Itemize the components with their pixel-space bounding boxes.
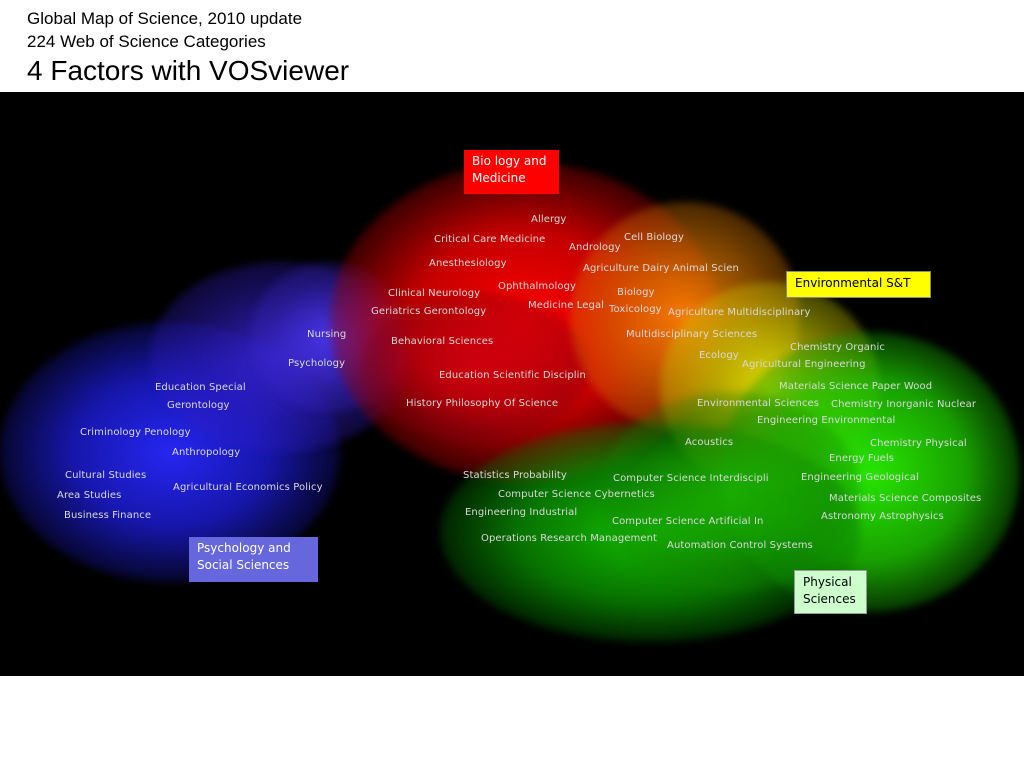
term-medicine-legal: Medicine Legal	[528, 300, 605, 311]
term-history-philosophy: History Philosophy Of Science	[406, 398, 559, 409]
term-clinical-neurology: Clinical Neurology	[388, 288, 481, 299]
factor-label-environmental: Environmental S&T	[786, 271, 931, 298]
term-behavioral-sciences: Behavioral Sciences	[391, 336, 494, 347]
term-agricultural-engineering: Agricultural Engineering	[742, 359, 866, 370]
term-psychology: Psychology	[288, 358, 346, 369]
term-business-finance: Business Finance	[64, 510, 152, 521]
term-statistics-probability: Statistics Probability	[463, 470, 567, 481]
term-geriatrics-gerontology: Geriatrics Gerontology	[371, 306, 487, 317]
term-education-special: Education Special	[155, 382, 246, 393]
term-area-studies: Area Studies	[57, 490, 122, 501]
term-energy-fuels: Energy Fuels	[829, 453, 895, 464]
term-chemistry-physical: Chemistry Physical	[870, 438, 967, 449]
term-engineering-environmental: Engineering Environmental	[757, 415, 896, 426]
term-environmental-sciences: Environmental Sciences	[697, 398, 820, 409]
factor-label-physical-sciences: Physical Sciences	[794, 570, 867, 614]
term-multidisciplinary-sciences: Multidisciplinary Sciences	[626, 329, 758, 340]
term-agricultural-economics: Agricultural Economics Policy	[173, 482, 323, 493]
term-toxicology: Toxicology	[609, 304, 662, 315]
term-critical-care-medicine: Critical Care Medicine	[434, 234, 546, 245]
term-gerontology: Gerontology	[167, 400, 230, 411]
term-engineering-geological: Engineering Geological	[801, 472, 919, 483]
term-ophthalmology: Ophthalmology	[498, 281, 577, 292]
term-biology: Biology	[617, 287, 655, 298]
factor-label-psychology-social: Psychology and Social Sciences	[189, 537, 318, 582]
term-anesthesiology: Anesthesiology	[429, 258, 507, 269]
term-chemistry-organic: Chemistry Organic	[790, 342, 885, 353]
term-acoustics: Acoustics	[685, 437, 734, 448]
term-operations-research: Operations Research Management	[481, 533, 658, 544]
term-cell-biology: Cell Biology	[624, 232, 684, 243]
slide-header: Global Map of Science, 2010 update 224 W…	[27, 7, 349, 88]
term-cs-cybernetics: Computer Science Cybernetics	[498, 489, 655, 500]
term-criminology-penology: Criminology Penology	[80, 427, 191, 438]
term-ecology: Ecology	[699, 350, 739, 361]
term-cs-artificial-intelligence: Computer Science Artificial In	[612, 516, 764, 527]
term-allergy: Allergy	[531, 214, 567, 225]
term-cultural-studies: Cultural Studies	[65, 470, 147, 481]
term-materials-composites: Materials Science Composites	[829, 493, 982, 504]
term-engineering-industrial: Engineering Industrial	[465, 507, 578, 518]
science-map: Allergy Critical Care Medicine Andrology…	[0, 92, 1024, 676]
term-materials-paper-wood: Materials Science Paper Wood	[779, 381, 933, 392]
title-line-1: Global Map of Science, 2010 update	[27, 9, 303, 28]
term-astronomy-astrophysics: Astronomy Astrophysics	[821, 511, 944, 522]
term-cs-interdisciplinary: Computer Science Interdiscipli	[613, 473, 769, 484]
term-agriculture-multidisciplinary: Agriculture Multidisciplinary	[668, 307, 811, 318]
term-andrology: Andrology	[569, 242, 621, 253]
density-red	[330, 162, 720, 482]
term-education-scientific: Education Scientific Disciplin	[439, 370, 586, 381]
term-anthropology: Anthropology	[172, 447, 241, 458]
term-agriculture-dairy: Agriculture Dairy Animal Scien	[583, 263, 739, 274]
title-line-2: 224 Web of Science Categories	[27, 32, 266, 51]
density-blue-upper	[150, 262, 410, 452]
term-automation-control: Automation Control Systems	[667, 540, 813, 551]
term-chemistry-inorganic: Chemistry Inorganic Nuclear	[831, 399, 977, 410]
title-line-3: 4 Factors with VOSviewer	[27, 55, 350, 86]
factor-label-biology-medicine: Bio logy and Medicine	[464, 150, 559, 194]
term-nursing: Nursing	[307, 329, 347, 340]
